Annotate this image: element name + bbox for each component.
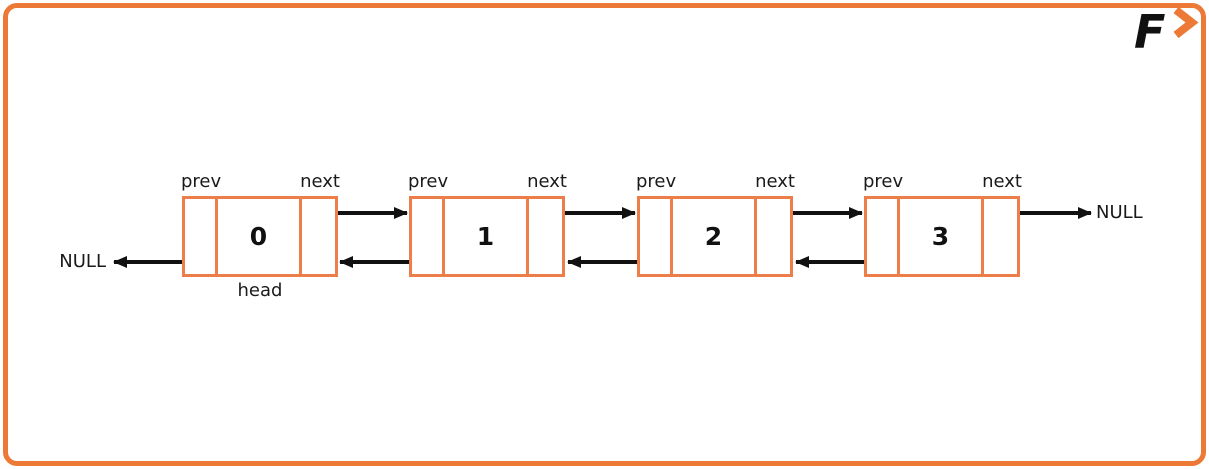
head-label: head: [237, 280, 283, 301]
node-value: 2: [704, 222, 723, 251]
logo-chevron-icon: [1173, 6, 1199, 39]
prev-pointer-cell: [412, 199, 445, 274]
next-pointer-cell: [299, 199, 335, 274]
next-pointer-label: next: [755, 171, 795, 192]
list-node-1: prev next 1: [408, 171, 567, 277]
logo-letter-f: F: [1134, 5, 1165, 51]
null-terminator-left: NULL: [59, 251, 106, 272]
prev-pointer-label: prev: [863, 171, 904, 192]
list-node-3: prev next 3: [863, 171, 1022, 277]
next-pointer-cell: [526, 199, 562, 274]
list-node-2: prev next 2: [636, 171, 795, 277]
node-box: 1: [409, 196, 565, 277]
next-pointer-label: next: [982, 171, 1022, 192]
null-terminator-right: NULL: [1096, 202, 1143, 223]
next-pointer-label: next: [300, 171, 340, 192]
node-box: 0: [182, 196, 338, 277]
node-value: 3: [931, 222, 950, 251]
node-box: 2: [637, 196, 793, 277]
prev-pointer-label: prev: [181, 171, 222, 192]
next-pointer-label: next: [527, 171, 567, 192]
node-box: 3: [864, 196, 1020, 277]
node-value: 1: [476, 222, 495, 251]
prev-pointer-cell: [185, 199, 218, 274]
brand-logo: F: [1134, 5, 1199, 51]
prev-pointer-cell: [640, 199, 673, 274]
list-node-0: prev next 0 head: [181, 171, 340, 301]
prev-pointer-cell: [867, 199, 900, 274]
prev-pointer-label: prev: [636, 171, 677, 192]
next-pointer-cell: [981, 199, 1017, 274]
prev-pointer-label: prev: [408, 171, 449, 192]
next-pointer-cell: [754, 199, 790, 274]
node-value: 0: [249, 222, 268, 251]
